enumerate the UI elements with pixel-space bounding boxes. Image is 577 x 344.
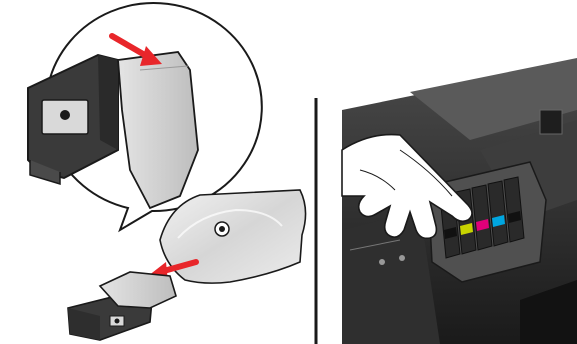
left-panel bbox=[27, 2, 307, 341]
foil-pouch bbox=[159, 189, 307, 284]
cartridge-3 bbox=[471, 184, 493, 251]
cartridge-color-label-2 bbox=[460, 223, 473, 235]
magnified-cartridge bbox=[27, 53, 119, 186]
cartridge-color-label-5 bbox=[508, 211, 521, 223]
hand bbox=[341, 133, 473, 240]
cartridge-5 bbox=[503, 176, 525, 243]
cartridge-color-label-3 bbox=[476, 219, 489, 231]
small-cartridge bbox=[67, 271, 177, 341]
pull-arrow-icon bbox=[109, 33, 162, 66]
right-panel bbox=[341, 58, 577, 344]
small-drop-icon bbox=[114, 318, 120, 324]
peeled-cap bbox=[117, 51, 199, 210]
cartridge-4 bbox=[487, 180, 509, 247]
drop-icon bbox=[60, 110, 70, 120]
cartridge-color-label-4 bbox=[492, 215, 505, 227]
cartridge-color-label-1 bbox=[444, 227, 457, 239]
printer-interior bbox=[342, 58, 577, 344]
